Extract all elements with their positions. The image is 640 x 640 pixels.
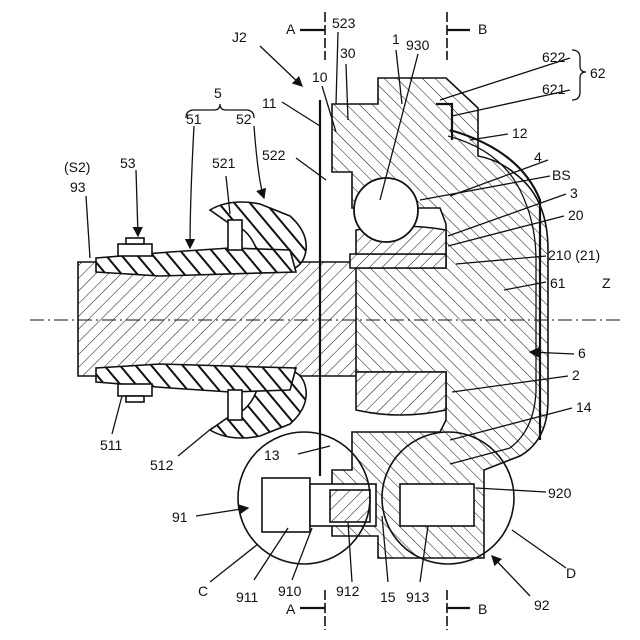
label-30: 30: [340, 45, 356, 61]
label-911: 911: [236, 589, 259, 605]
label-title: J2: [232, 29, 247, 45]
ball-bs: [354, 178, 418, 242]
section-b-top: B: [478, 21, 487, 37]
label-93: 93: [70, 179, 86, 195]
label-91: 91: [172, 509, 188, 525]
label-910: 910: [278, 583, 302, 599]
label-52: 52: [236, 111, 252, 127]
label-912: 912: [336, 583, 360, 599]
section-a-bottom: A: [286, 601, 296, 617]
label-5: 5: [214, 85, 222, 101]
label-s2: (S2): [64, 159, 90, 175]
label-20: 20: [568, 207, 584, 223]
label-913: 913: [406, 589, 430, 605]
label-2: 2: [572, 367, 580, 383]
label-d: D: [566, 565, 576, 581]
label-62: 62: [590, 65, 606, 81]
label-14: 14: [576, 399, 592, 415]
label-3: 3: [570, 185, 578, 201]
bracket-62: [572, 50, 586, 100]
label-523: 523: [332, 15, 356, 31]
label-6: 6: [578, 345, 586, 361]
label-15: 15: [380, 589, 396, 605]
label-z: Z: [602, 275, 611, 291]
label-512: 512: [150, 457, 174, 473]
label-12: 12: [512, 125, 528, 141]
label-53: 53: [120, 155, 136, 171]
label-210: 210 (21): [548, 247, 600, 263]
label-511: 511: [100, 437, 123, 453]
section-a-top: A: [286, 21, 296, 37]
label-11: 11: [262, 95, 277, 111]
label-10: 10: [312, 69, 328, 85]
label-c: C: [198, 583, 208, 599]
label-621: 621: [542, 81, 566, 97]
label-61: 61: [550, 275, 566, 291]
label-622: 622: [542, 49, 566, 65]
label-bs: BS: [552, 167, 571, 183]
label-4: 4: [534, 149, 542, 165]
bolt-91: [262, 478, 474, 532]
section-b-bottom: B: [478, 601, 487, 617]
label-13: 13: [264, 447, 280, 463]
label-51: 51: [186, 111, 202, 127]
label-1: 1: [392, 31, 400, 47]
label-930: 930: [406, 37, 430, 53]
label-521: 521: [212, 155, 236, 171]
label-920: 920: [548, 485, 572, 501]
label-522: 522: [262, 147, 286, 163]
label-92: 92: [534, 597, 550, 613]
